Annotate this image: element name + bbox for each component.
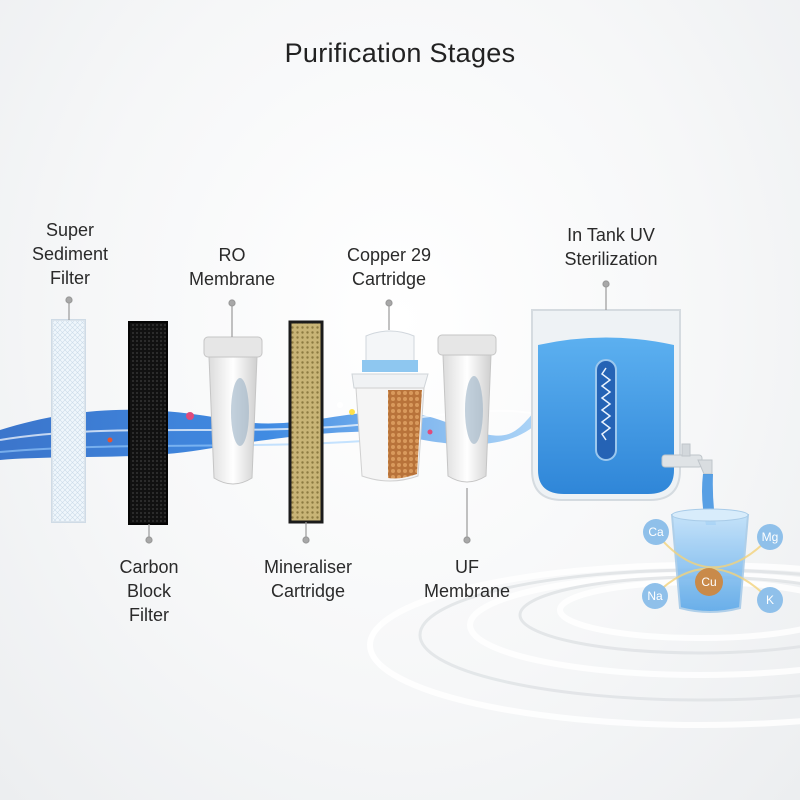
ion-ca-label: Ca (648, 525, 664, 539)
label-super-sediment-filter: Super Sediment Filter (31, 220, 109, 288)
uv-tank-illustration (531, 309, 713, 501)
ro-membrane-illustration (203, 336, 263, 485)
ion-k (757, 587, 783, 613)
ion-na (642, 583, 668, 609)
label-copper29-cartridge: Copper 29 Cartridge (346, 245, 432, 289)
label-mineraliser-cartridge: Mineraliser Cartridge (263, 557, 353, 601)
ion-mg (757, 524, 783, 550)
water-glass-illustration (654, 474, 771, 613)
ion-ca (643, 519, 669, 545)
super-sediment-filter-illustration (51, 319, 86, 523)
leader-lines (65, 280, 610, 544)
carbon-block-filter-illustration (128, 321, 168, 525)
ion-na-label: Na (647, 589, 663, 603)
label-ro-membrane: RO Membrane (188, 245, 276, 289)
diagram-title: Purification Stages (284, 38, 516, 68)
label-uf-membrane: UF Membrane (423, 557, 511, 601)
ion-cu-label: Cu (701, 575, 716, 589)
copper29-cartridge-illustration (351, 330, 429, 482)
ion-cu (695, 568, 723, 596)
uf-membrane-illustration (437, 334, 497, 483)
ion-mg-label: Mg (762, 530, 779, 544)
ion-k-label: K (766, 593, 774, 607)
mineral-ions: Ca Mg Cu Na K (642, 519, 783, 613)
label-uv-sterilization: In Tank UV Sterilization (564, 225, 658, 269)
label-carbon-block-filter: Carbon Block Filter (119, 557, 179, 625)
mineraliser-cartridge-illustration (288, 320, 324, 524)
